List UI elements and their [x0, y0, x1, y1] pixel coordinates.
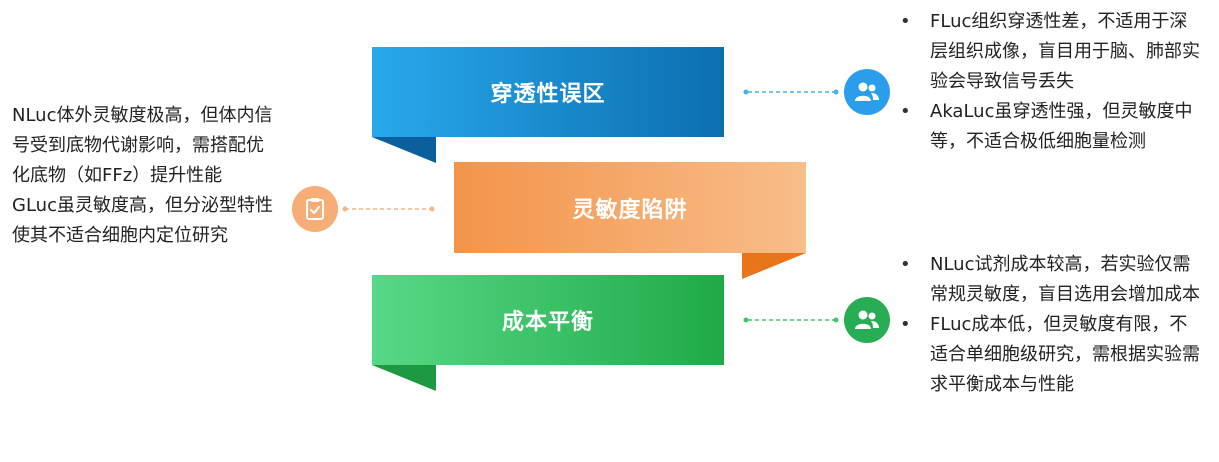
users-icon: [844, 69, 890, 115]
banner-sensitivity: 灵敏度陷阱: [454, 162, 806, 253]
top-banner-fold: [372, 137, 436, 163]
sensitivity-note-gluc: GLuc虽灵敏度高，但分泌型特性使其不适合细胞内定位研究: [12, 195, 273, 246]
banner-penetration: 穿透性误区: [372, 47, 724, 137]
middle-banner-fold: [742, 253, 806, 279]
users-icon: [844, 297, 890, 343]
cost-note-fluc: FLuc成本低，但灵敏度有限，不适合单细胞级研究，需根据实验需求平衡成本与性能: [900, 310, 1200, 400]
bottom-banner-fold: [372, 365, 436, 391]
banner-cost: 成本平衡: [372, 275, 724, 365]
banner-cost-label: 成本平衡: [501, 310, 594, 335]
cost-notes: NLuc试剂成本较高，若实验仅需常规灵敏度，盲目选用会增加成本 FLuc成本低，…: [900, 250, 1200, 400]
banner-penetration-label: 穿透性误区: [490, 82, 606, 107]
sensitivity-notes: NLuc体外灵敏度极高，但体内信号受到底物代谢影响，需搭配优化底物（如FFz）提…: [12, 101, 280, 251]
penetration-note-akaluc: AkaLuc虽穿透性强，但灵敏度中等，不适合极低细胞量检测: [900, 97, 1200, 157]
penetration-notes: FLuc组织穿透性差，不适用于深层组织成像，盲目用于脑、肺部实验会导致信号丢失 …: [900, 7, 1200, 157]
banner-sensitivity-label: 灵敏度陷阱: [572, 197, 688, 223]
sensitivity-note-nluc: NLuc体外灵敏度极高，但体内信号受到底物代谢影响，需搭配优化底物（如FFz）提…: [12, 105, 273, 186]
clipboard-check-icon: [292, 186, 338, 232]
penetration-note-fluc: FLuc组织穿透性差，不适用于深层组织成像，盲目用于脑、肺部实验会导致信号丢失: [900, 7, 1200, 97]
cost-note-nluc: NLuc试剂成本较高，若实验仅需常规灵敏度，盲目选用会增加成本: [900, 250, 1200, 310]
